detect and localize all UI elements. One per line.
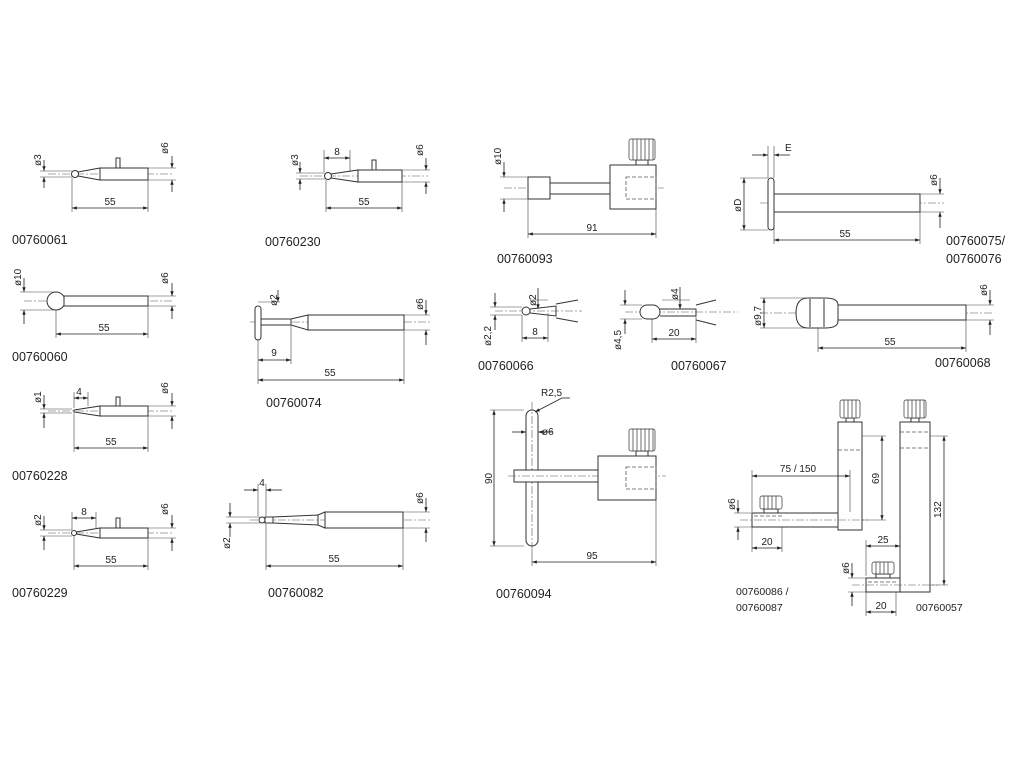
dim-diameter-shank: ø6 bbox=[929, 174, 940, 186]
part-code-line2: 00760087 bbox=[736, 602, 783, 614]
part-00760068: ø9,7 ø6 55 00760068 bbox=[753, 284, 994, 370]
dim-diameter-shank: ø6 bbox=[979, 284, 990, 296]
part-code: 00760074 bbox=[266, 396, 322, 410]
part-code: 00760094 bbox=[496, 587, 552, 601]
dim-length: 55 bbox=[105, 555, 117, 566]
dim-tip-length: 4 bbox=[76, 387, 82, 398]
part-00760066: ø2,2 ø2 8 00760066 bbox=[478, 288, 582, 373]
part-00760057: 132 25 ø6 20 00760057 bbox=[841, 399, 963, 616]
part-code: 00760229 bbox=[12, 586, 68, 600]
dim-width: 20 bbox=[875, 601, 887, 612]
dim-flange-thickness: E bbox=[785, 143, 792, 154]
dim-flange-diameter: øD bbox=[733, 199, 744, 212]
part-00760061: ø3 ø6 55 00760061 bbox=[12, 142, 176, 247]
dim-length: 55 bbox=[839, 229, 851, 240]
part-code: 00760228 bbox=[12, 469, 68, 483]
dim-arm-width: 25 bbox=[877, 535, 889, 546]
dim-diameter-tip: ø3 bbox=[33, 154, 44, 166]
dim-tip-length: 8 bbox=[81, 507, 87, 518]
dim-diameter-shank: ø6 bbox=[415, 298, 426, 310]
part-00760094: R2,5 ø6 90 95 00760094 bbox=[484, 388, 666, 601]
dim-height: 90 bbox=[484, 472, 495, 484]
part-00760230: 8 ø3 ø6 55 00760230 bbox=[265, 144, 430, 249]
dim-diameter: ø6 bbox=[727, 498, 738, 510]
dim-diameter-shank: ø6 bbox=[160, 382, 171, 394]
dim-diameter-tip: ø2 bbox=[222, 537, 233, 549]
dim-length: 55 bbox=[884, 337, 896, 348]
dim-length: 55 bbox=[324, 368, 336, 379]
dim-length: 55 bbox=[358, 197, 370, 208]
dim-diameter-tip: ø2 bbox=[33, 514, 44, 526]
dim-diameter-shank: ø6 bbox=[160, 142, 171, 154]
dim-tip-length: 4 bbox=[259, 478, 265, 489]
dim-tip-length: 8 bbox=[334, 147, 340, 158]
part-00760074: ø2 ø6 9 55 00760074 bbox=[250, 290, 430, 410]
part-00760075-76: E øD ø6 55 00760075/ 00760076 bbox=[733, 143, 1006, 266]
dim-diameter-ball: ø10 bbox=[13, 268, 24, 286]
part-code-line1: 00760075/ bbox=[946, 234, 1006, 248]
part-code: 00760066 bbox=[478, 359, 534, 373]
dim-diameter-neck: ø4 bbox=[670, 288, 681, 300]
dim-length: 95 bbox=[586, 551, 598, 562]
dim-diameter-shank: ø6 bbox=[160, 272, 171, 284]
dim-diameter-tip: ø3 bbox=[290, 154, 301, 166]
part-code: 00760061 bbox=[12, 233, 68, 247]
dim-reach: 75 / 150 bbox=[780, 464, 817, 475]
dim-height: 69 bbox=[871, 472, 882, 484]
dim-radius: R2,5 bbox=[541, 388, 563, 399]
part-code: 00760067 bbox=[671, 359, 727, 373]
dim-length: 55 bbox=[328, 554, 340, 565]
dim-length: 8 bbox=[532, 327, 538, 338]
dim-diameter-shank: ø6 bbox=[160, 503, 171, 515]
dim-diameter-shank: ø6 bbox=[415, 144, 426, 156]
dim-height: 132 bbox=[933, 501, 944, 518]
part-00760060: ø10 ø6 55 00760060 bbox=[12, 268, 176, 364]
dim-length: 91 bbox=[586, 223, 598, 234]
part-code-line1: 00760086 / bbox=[736, 586, 789, 598]
part-00760228: 4 ø1 ø6 55 00760228 bbox=[12, 382, 176, 483]
dim-tip-length: 9 bbox=[271, 348, 277, 359]
dim-diameter-ball: ø2,2 bbox=[483, 326, 494, 346]
dim-diameter-head: ø9,7 bbox=[753, 306, 764, 326]
dim-diameter-ball: ø4,5 bbox=[613, 330, 624, 350]
dim-diameter-tip: ø1 bbox=[33, 391, 44, 403]
dim-diameter-shank: ø6 bbox=[415, 492, 426, 504]
dim-length: 55 bbox=[98, 323, 110, 334]
dim-length: 20 bbox=[668, 328, 680, 339]
part-00760086-87: 75 / 150 69 ø6 20 00760086 / 00760087 bbox=[727, 399, 886, 614]
dim-length: 55 bbox=[105, 437, 117, 448]
dim-diameter: ø6 bbox=[841, 562, 852, 574]
dim-length: 55 bbox=[104, 197, 116, 208]
part-00760067: ø4,5 ø4 20 00760067 bbox=[613, 287, 738, 373]
dim-diameter-neck: ø2 bbox=[528, 294, 539, 306]
dim-diameter-tip: ø2 bbox=[269, 294, 280, 306]
dim-diameter: ø6 bbox=[542, 427, 554, 438]
part-00760229: 8 ø2 ø6 55 00760229 bbox=[12, 503, 176, 600]
part-code: 00760093 bbox=[497, 252, 553, 266]
part-code: 00760230 bbox=[265, 235, 321, 249]
dim-width: 20 bbox=[761, 537, 773, 548]
part-code-line2: 00760076 bbox=[946, 252, 1002, 266]
part-00760082: 4 ø2 ø6 55 00760082 bbox=[222, 478, 430, 600]
part-code: 00760082 bbox=[268, 586, 324, 600]
part-code: 00760060 bbox=[12, 350, 68, 364]
part-00760093: ø10 91 00760093 bbox=[493, 138, 664, 266]
part-code: 00760068 bbox=[935, 356, 991, 370]
dim-diameter: ø10 bbox=[493, 147, 504, 165]
part-code: 00760057 bbox=[916, 602, 963, 614]
